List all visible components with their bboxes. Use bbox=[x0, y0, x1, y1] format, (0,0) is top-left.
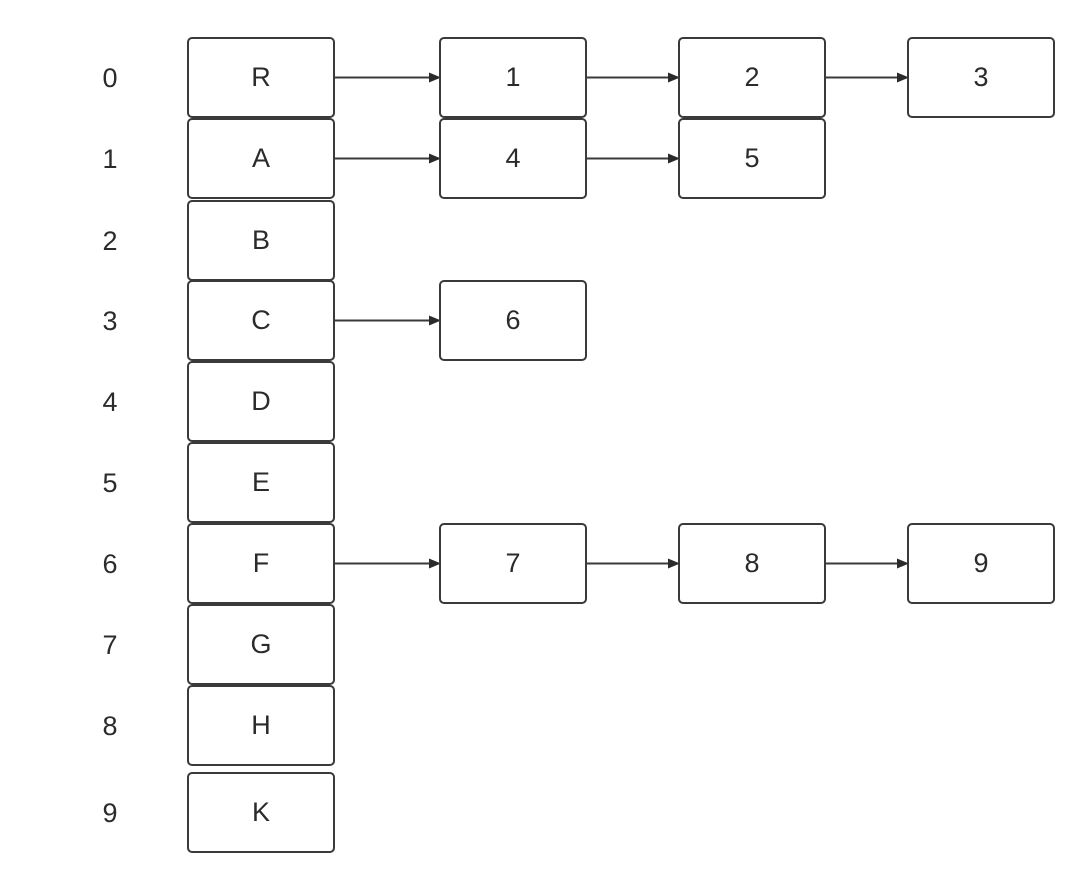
list-node: 8 bbox=[678, 523, 826, 604]
list-node: 4 bbox=[439, 118, 587, 199]
list-node-label: 2 bbox=[744, 62, 760, 92]
row-index-label: 7 bbox=[102, 629, 118, 660]
head-node: B bbox=[187, 200, 335, 281]
list-node-label: 5 bbox=[744, 143, 760, 173]
head-node-label: G bbox=[250, 629, 272, 659]
head-node-label: C bbox=[251, 305, 271, 335]
head-node: G bbox=[187, 604, 335, 685]
list-node-label: 6 bbox=[505, 305, 521, 335]
head-node-label: K bbox=[251, 797, 270, 827]
head-node: E bbox=[187, 442, 335, 523]
row-index-label: 5 bbox=[102, 467, 118, 498]
head-node: D bbox=[187, 361, 335, 442]
list-node-label: 4 bbox=[505, 143, 521, 173]
list-node: 3 bbox=[907, 37, 1055, 118]
row-index-label: 0 bbox=[102, 62, 118, 93]
list-node: 7 bbox=[439, 523, 587, 604]
head-node-label: D bbox=[251, 386, 271, 416]
list-node-label: 8 bbox=[744, 548, 760, 578]
list-node: 9 bbox=[907, 523, 1055, 604]
head-node-label: F bbox=[252, 548, 270, 578]
head-node-label: R bbox=[251, 62, 271, 92]
row-index-label: 2 bbox=[102, 225, 118, 256]
head-node-label: A bbox=[251, 143, 270, 173]
head-node: K bbox=[187, 772, 335, 853]
list-node: 6 bbox=[439, 280, 587, 361]
head-node-label: B bbox=[251, 225, 270, 255]
head-node-label: H bbox=[251, 710, 271, 740]
head-node: H bbox=[187, 685, 335, 766]
head-node: R bbox=[187, 37, 335, 118]
list-node: 2 bbox=[678, 37, 826, 118]
row-index-label: 3 bbox=[102, 305, 118, 336]
row-index-label: 4 bbox=[102, 386, 118, 417]
head-node: F bbox=[187, 523, 335, 604]
row-index-label: 6 bbox=[102, 548, 118, 579]
row-index-label: 1 bbox=[102, 143, 118, 174]
row-index-label: 9 bbox=[102, 797, 118, 828]
list-node: 5 bbox=[678, 118, 826, 199]
head-node-label: E bbox=[251, 467, 270, 497]
list-node-label: 1 bbox=[505, 62, 521, 92]
row-index-label: 8 bbox=[102, 710, 118, 741]
list-node-label: 9 bbox=[973, 548, 989, 578]
list-node-label: 3 bbox=[973, 62, 989, 92]
head-node: A bbox=[187, 118, 335, 199]
list-node: 1 bbox=[439, 37, 587, 118]
list-node-label: 7 bbox=[505, 548, 521, 578]
head-node: C bbox=[187, 280, 335, 361]
